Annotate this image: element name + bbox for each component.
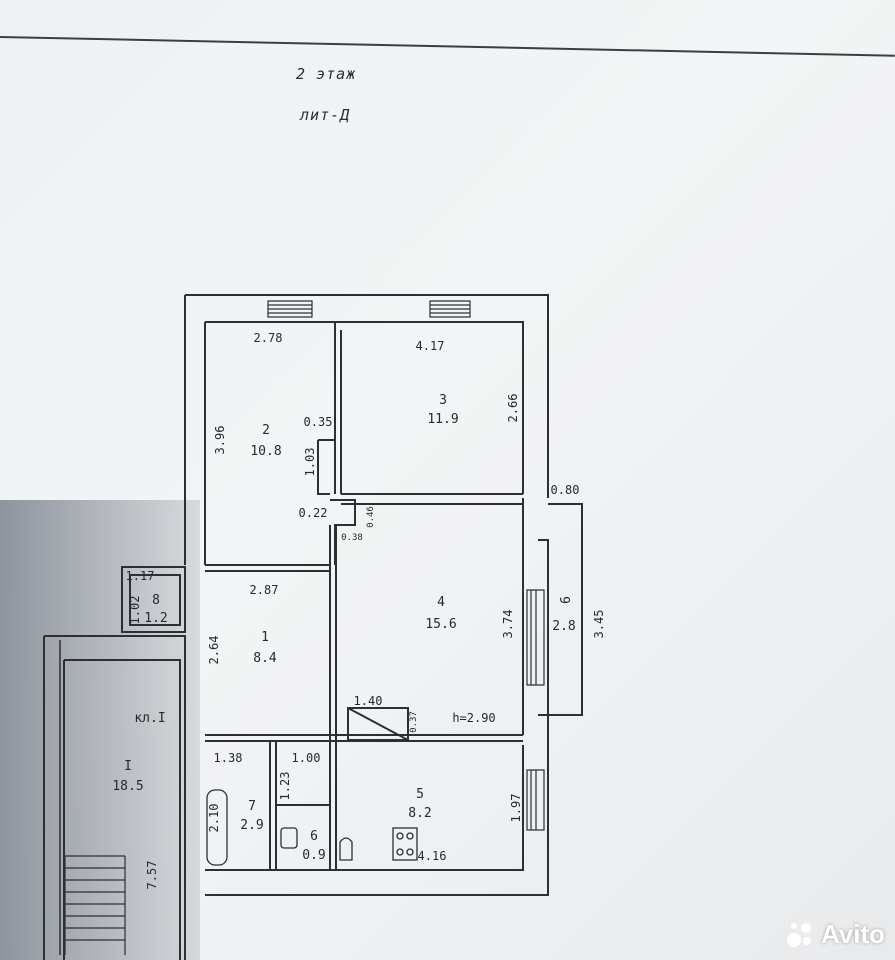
dim-2-87: 2.87: [250, 583, 279, 597]
avito-dots-icon: [785, 919, 815, 949]
room-7-number: 7: [248, 799, 256, 814]
dim-0-38: 0.38: [341, 533, 363, 543]
stair-label: кл.I: [134, 711, 165, 726]
dim-0-35: 0.35: [304, 415, 333, 429]
stair-room-area: 18.5: [112, 779, 143, 794]
room-1-area: 8.4: [253, 651, 277, 666]
sink-icon: [339, 837, 353, 861]
room-6-area: 0.9: [302, 848, 325, 863]
room-9-area: 2.8: [552, 619, 575, 634]
dim-3-45: 3.45: [592, 610, 606, 639]
room-8-number: 8: [152, 593, 160, 608]
floor-title: 2 этаж: [296, 65, 357, 83]
avito-watermark: Avito: [785, 916, 885, 952]
stair-room-number: I: [124, 759, 132, 774]
dim-1-38: 1.38: [214, 751, 243, 765]
dim-1-02: 1.02: [128, 596, 142, 625]
room-3-number: 3: [439, 393, 447, 408]
dim-0-46: 0.46: [366, 506, 376, 528]
dim-1-03: 1.03: [303, 448, 317, 477]
dim-2-64: 2.64: [207, 636, 221, 665]
dim-2-10: 2.10: [207, 804, 221, 833]
dim-2-78: 2.78: [254, 331, 283, 345]
room-5-number: 5: [416, 787, 424, 802]
room-5-area: 8.2: [408, 806, 431, 821]
dim-4-17: 4.17: [416, 339, 445, 353]
room-9-number: 9: [556, 596, 571, 604]
room-1-number: 1: [261, 630, 269, 645]
dim-1-00: 1.00: [292, 751, 321, 765]
photo-shadow: [0, 500, 200, 960]
room-4-number: 4: [437, 595, 445, 610]
stove-icon: [392, 827, 418, 861]
dim-0-37: 0.37: [409, 711, 419, 733]
dim-1-17: 1.17: [126, 569, 155, 583]
dim-7-57: 7.57: [145, 861, 159, 890]
outer-wall: [184, 294, 549, 896]
room-3-area: 11.9: [427, 412, 458, 427]
room-2-number: 2: [262, 423, 270, 438]
dim-2-66: 2.66: [506, 394, 520, 423]
room-8-area: 1.2: [144, 611, 167, 626]
toilet-icon: [280, 827, 298, 849]
dim-0-22: 0.22: [299, 506, 328, 520]
dim-3-96: 3.96: [213, 426, 227, 455]
room-7-area: 2.9: [240, 818, 263, 833]
dim-1-40: 1.40: [354, 694, 383, 708]
room-4-area: 15.6: [425, 617, 456, 632]
dim-1-97: 1.97: [509, 794, 523, 823]
dim-4-16: 4.16: [418, 849, 447, 863]
dim-0-80: 0.80: [551, 483, 580, 497]
room-2-area: 10.8: [250, 444, 281, 459]
dim-1-23: 1.23: [278, 772, 292, 801]
letter-title: лит-Д: [300, 106, 351, 124]
dim-3-74: 3.74: [501, 610, 515, 639]
room-6-number: 6: [310, 829, 318, 844]
dim-height: h=2.90: [452, 711, 495, 725]
avito-text: Avito: [820, 918, 885, 949]
bathtub-icon: [206, 789, 228, 866]
